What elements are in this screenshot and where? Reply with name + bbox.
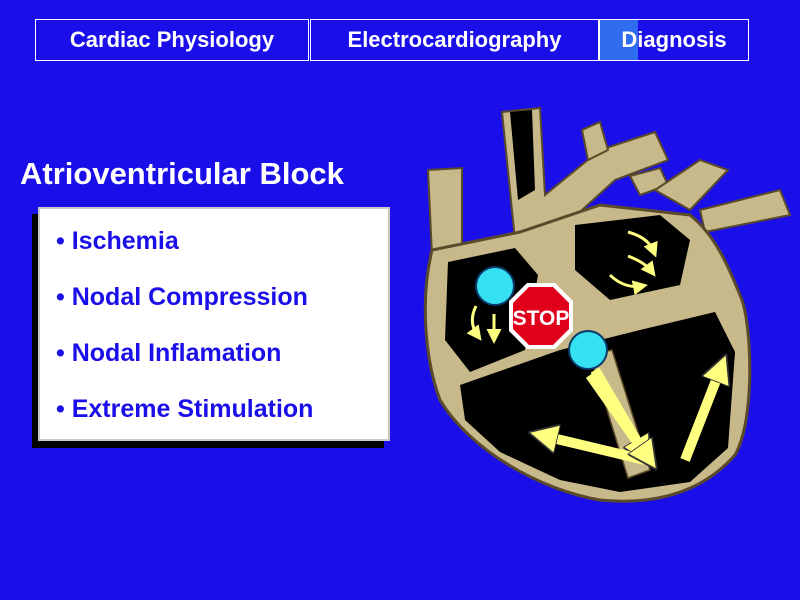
tab-electrocardiography[interactable]: Electrocardiography xyxy=(310,19,599,61)
pulmonary-vein xyxy=(698,188,792,234)
sa-node xyxy=(475,266,515,306)
atrial-arrow xyxy=(627,230,658,258)
av-node xyxy=(568,330,608,370)
causes-box: • Ischemia • Nodal Compression • Nodal I… xyxy=(38,207,390,441)
cause-label: Nodal Compression xyxy=(71,283,308,311)
cause-label: Ischemia xyxy=(71,227,179,255)
aortic-branch-1 xyxy=(580,120,610,162)
right-atrium xyxy=(445,248,538,372)
bullet: • xyxy=(56,339,65,367)
list-item: • Extreme Stimulation xyxy=(40,395,388,451)
aorta-lumen xyxy=(510,110,535,200)
bullet: • xyxy=(56,283,65,311)
conduction-arrow xyxy=(585,372,650,460)
bullet: • xyxy=(56,227,65,255)
atrial-arrow xyxy=(627,254,656,277)
list-item: • Nodal Inflamation xyxy=(40,339,388,395)
cause-label: Nodal Inflamation xyxy=(71,339,282,367)
tab-diagnosis[interactable]: Diagnosis xyxy=(599,19,749,61)
stop-sign-text: STOP xyxy=(513,307,570,330)
tab-cardiac-physiology[interactable]: Cardiac Physiology xyxy=(35,19,309,61)
pulmonary-artery xyxy=(653,158,730,212)
list-item: • Ischemia xyxy=(40,227,388,283)
slide-title: Atrioventricular Block xyxy=(20,156,344,191)
atrial-arrow xyxy=(466,305,482,341)
heart-diagram: STOP xyxy=(423,106,792,503)
superior-vena-cava xyxy=(426,166,463,257)
bullet: • xyxy=(56,395,65,423)
list-item: • Nodal Compression xyxy=(40,283,388,339)
stop-sign: STOP xyxy=(509,283,573,349)
tab-highlight xyxy=(600,20,638,60)
conduction-arrow xyxy=(680,365,722,462)
atrial-arrow xyxy=(608,273,648,296)
tab-diagnosis-label: Diagnosis xyxy=(621,27,727,52)
cause-label: Extreme Stimulation xyxy=(71,395,314,423)
